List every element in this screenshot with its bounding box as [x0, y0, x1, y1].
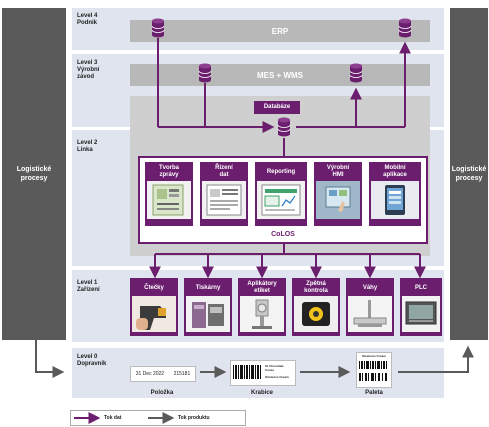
module-card-reporting: Reporting: [255, 162, 307, 226]
right-logistics-panel: Logistické procesy: [450, 8, 488, 340]
level-4-label: Level 4 Podnik: [77, 13, 98, 26]
device-title: Váhy: [362, 284, 378, 291]
item-label: Položka: [150, 390, 174, 396]
item-code-label: 31 Dec 2022 215181: [130, 366, 196, 382]
erp-label: ERP: [271, 26, 289, 36]
module-title: Tvorba zprávy: [158, 165, 179, 178]
box-text-1: 6x Chocolate Cones: [265, 364, 284, 372]
pallet-label-graphic: Strata Ice Cream: [356, 352, 392, 388]
pallet-label: Paleta: [365, 390, 383, 396]
left-logistics-label: Logistické procesy: [16, 166, 52, 182]
level-3-label: Level 3 Výrobní závod: [77, 60, 100, 80]
plc-icon: [402, 296, 440, 332]
level-2-label: Level 2 Linka: [77, 140, 98, 153]
erp-box: ERP: [130, 20, 430, 42]
mobile-app-icon: [371, 181, 419, 219]
module-card-rizeni-dat: Řízení dat: [200, 162, 248, 226]
camera-check-icon: [294, 296, 338, 332]
document-design-icon: [147, 181, 191, 219]
mes-wms-label: MES + WMS: [256, 70, 303, 80]
colos-label: CoLOS: [271, 231, 295, 238]
legend-data-label: Tok dat: [104, 415, 122, 421]
module-card-tvorba-zpravy: Tvorba zprávy: [145, 162, 193, 226]
database-tag: Databáze: [254, 101, 300, 114]
barcode-icon: [233, 365, 261, 379]
pallet-barcode-icon: [359, 361, 387, 381]
device-title: Zpětná kontrola: [304, 281, 328, 294]
module-title: Mobilní aplikace: [383, 165, 407, 178]
legend-product-label: Tok produktu: [178, 415, 210, 421]
module-card-mobilni-aplikace: Mobilní aplikace: [369, 162, 421, 226]
printer-icon: [186, 296, 230, 332]
device-card-zpetna-kontrola: Zpětná kontrola: [292, 278, 340, 336]
module-title: Výrobní HMI: [326, 165, 350, 178]
item-code-number: 215181: [173, 371, 191, 377]
label-applicator-icon: [240, 296, 284, 332]
mes-wms-box: MES + WMS: [130, 64, 430, 86]
box-label-graphic: 6x Chocolate Cones Strata Ice Cream: [230, 360, 296, 386]
pallet-text: Strata Ice Cream: [362, 354, 386, 358]
data-management-icon: [202, 181, 246, 219]
device-card-ctecky: Čtečky: [130, 278, 178, 336]
device-card-aplikatory-etiket: Aplikátory etiket: [238, 278, 286, 336]
database-label: Databáze: [263, 104, 291, 110]
level-0-label: Level 0 Dopravník: [77, 354, 107, 367]
touchscreen-icon: [316, 181, 360, 219]
scanner-icon: [132, 296, 176, 332]
right-logistics-label: Logistické procesy: [451, 166, 487, 182]
legend-box: [70, 410, 246, 426]
item-code-date: 31 Dec 2022: [135, 371, 165, 377]
device-card-vahy: Váhy: [346, 278, 394, 336]
device-card-tiskarny: Tiskárny: [184, 278, 232, 336]
device-title: Aplikátory etiket: [247, 281, 277, 294]
device-title: Čtečky: [144, 284, 164, 291]
report-chart-icon: [257, 181, 305, 219]
device-title: Tiskárny: [195, 284, 221, 291]
box-text-2: Strata Ice Cream: [265, 375, 289, 379]
device-title: PLC: [415, 284, 427, 291]
level-1-label: Level 1 Zařízení: [77, 280, 100, 293]
box-label: Krabice: [250, 390, 273, 396]
device-card-plc: PLC: [400, 278, 442, 336]
left-logistics-panel: Logistické procesy: [2, 8, 66, 340]
module-card-vyrobni-hmi: Výrobní HMI: [314, 162, 362, 226]
scale-icon: [348, 296, 392, 332]
module-title: Řízení dat: [215, 165, 233, 178]
module-title: Reporting: [266, 168, 296, 175]
